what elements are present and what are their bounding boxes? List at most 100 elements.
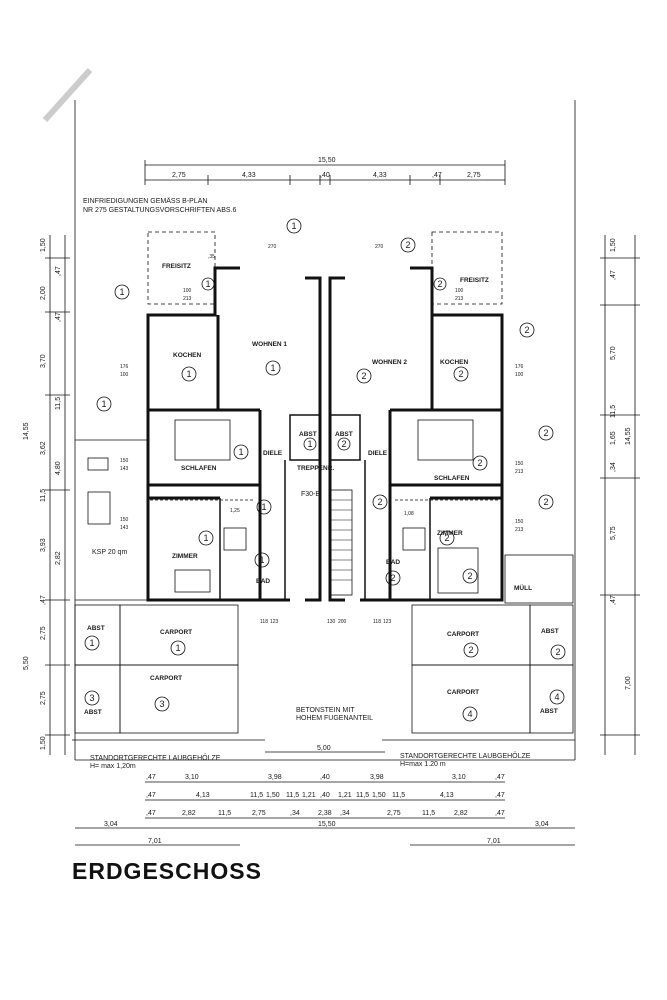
dimension: 14,55 bbox=[625, 427, 632, 445]
dimension: 2,82 bbox=[55, 551, 62, 565]
room-label: SCHLAFEN bbox=[181, 465, 217, 472]
unit-marker: 2 bbox=[437, 279, 442, 289]
dimension: 213 bbox=[515, 469, 524, 475]
room-label: TREPPENR. bbox=[297, 465, 334, 472]
dimension: 1,50 bbox=[266, 792, 280, 799]
room-label: BAD bbox=[386, 559, 400, 566]
dimension: ,34 bbox=[290, 810, 300, 817]
dimension: 2,75 bbox=[387, 810, 401, 817]
dimension: ,35 bbox=[208, 254, 215, 260]
dimension: 3,04 bbox=[535, 821, 549, 828]
dimension: 100 bbox=[183, 288, 192, 294]
dimension: 5,70 bbox=[610, 346, 617, 360]
dimension: 3,98 bbox=[370, 774, 384, 781]
note-text: KSP 20 qm bbox=[92, 549, 127, 556]
dimension: 11,5 bbox=[610, 405, 617, 418]
unit-marker: 2 bbox=[377, 497, 382, 507]
room-label: SCHLAFEN bbox=[434, 475, 470, 482]
dimension: 123 bbox=[270, 619, 279, 625]
dimension: 7,01 bbox=[487, 838, 501, 845]
dimension: 270 bbox=[268, 244, 277, 250]
note-text: STANDORTGERECHTE LAUBGEHÖLZE bbox=[90, 754, 221, 762]
room-label: ZIMMER bbox=[437, 530, 463, 537]
room-label: KOCHEN bbox=[440, 359, 468, 366]
dimension: 7,00 bbox=[625, 676, 632, 690]
dimension: 150 bbox=[515, 461, 524, 467]
unit-marker: 2 bbox=[477, 458, 482, 468]
dimension: 11,5 bbox=[392, 792, 405, 799]
note-text: F30-B bbox=[301, 491, 320, 498]
room-label: ABST bbox=[541, 628, 559, 635]
dimension: 15,50 bbox=[318, 157, 336, 164]
dimension: 1,50 bbox=[40, 238, 47, 252]
dimension: 118 bbox=[373, 619, 381, 625]
room-label: CARPORT bbox=[160, 629, 192, 636]
dimension: 1,65 bbox=[610, 431, 617, 445]
dimension: ,47 bbox=[146, 774, 156, 781]
unit-marker: 1 bbox=[186, 369, 191, 379]
room-label: DIELE bbox=[368, 450, 388, 457]
dimension: ,34 bbox=[340, 810, 350, 817]
room-label: FREISITZ bbox=[460, 277, 489, 284]
freisitz-right-area bbox=[431, 231, 503, 305]
dimension: 11,5 bbox=[55, 397, 62, 410]
note-text: STANDORTGERECHTE LAUBGEHÖLZE bbox=[400, 752, 531, 760]
unit-marker: 2 bbox=[543, 497, 548, 507]
unit-marker: 1 bbox=[259, 555, 264, 565]
dimension: 100 bbox=[455, 288, 464, 294]
dimension: 3,93 bbox=[40, 538, 47, 552]
dimension: 11,5 bbox=[422, 810, 435, 817]
dimension: 2,82 bbox=[454, 810, 468, 817]
carport-3 bbox=[119, 664, 239, 734]
dimension: 143 bbox=[120, 525, 129, 531]
dimension: ,40 bbox=[320, 172, 330, 179]
dimension: ,40 bbox=[320, 774, 330, 781]
dimension: 3,10 bbox=[452, 774, 466, 781]
unit-marker: 1 bbox=[261, 502, 266, 512]
dimension: ,47 bbox=[610, 270, 617, 280]
unit-marker: 2 bbox=[524, 325, 529, 335]
dimension: 14,55 bbox=[23, 422, 30, 440]
room-label: ABST bbox=[84, 709, 102, 716]
unit-marker: 2 bbox=[405, 240, 410, 250]
dimension: 3,62 bbox=[40, 441, 47, 455]
room-label: BAD bbox=[256, 578, 270, 585]
dimension: 4,33 bbox=[242, 172, 256, 179]
room-label: MÜLL bbox=[514, 583, 532, 592]
dimension: 2,75 bbox=[40, 691, 47, 705]
dimension: 3,04 bbox=[104, 821, 118, 828]
carport-4 bbox=[411, 664, 531, 734]
unit-marker: 3 bbox=[159, 699, 164, 709]
dimension: 11,5 bbox=[40, 489, 47, 502]
dimension: ,34 bbox=[610, 462, 617, 472]
dimension: ,47 bbox=[55, 312, 62, 322]
room-label: DIELE bbox=[263, 450, 283, 457]
dimension: 1,50 bbox=[372, 792, 386, 799]
room-label: CARPORT bbox=[447, 631, 479, 638]
staircase bbox=[329, 489, 353, 596]
room-label: ABST bbox=[299, 431, 317, 438]
unit-marker: 2 bbox=[458, 369, 463, 379]
dimension: ,47 bbox=[495, 810, 505, 817]
dimension: 150 bbox=[120, 517, 129, 523]
unit-marker: 1 bbox=[307, 439, 312, 449]
dimension: 1,50 bbox=[40, 736, 47, 750]
dimension: 11,5 bbox=[218, 810, 231, 817]
page-title: ERDGESCHOSS bbox=[72, 858, 262, 884]
note-text: H=max 1.20 m bbox=[400, 761, 446, 768]
room-label: FREISITZ bbox=[162, 263, 191, 270]
dimension: 2,75 bbox=[40, 626, 47, 640]
note-text: HOHEM FUGENANTEIL bbox=[296, 715, 373, 722]
dimension: 2,75 bbox=[252, 810, 266, 817]
unit-marker: 1 bbox=[89, 638, 94, 648]
dimension: 2,75 bbox=[172, 172, 186, 179]
dimension: ,47 bbox=[55, 266, 62, 276]
unit-marker: 2 bbox=[444, 533, 449, 543]
unit-marker: 1 bbox=[203, 533, 208, 543]
room-label: KOCHEN bbox=[173, 352, 201, 359]
unit-marker: 1 bbox=[291, 221, 296, 231]
unit-marker: 2 bbox=[390, 573, 395, 583]
unit-marker: 3 bbox=[89, 693, 94, 703]
room-label: CARPORT bbox=[447, 689, 479, 696]
